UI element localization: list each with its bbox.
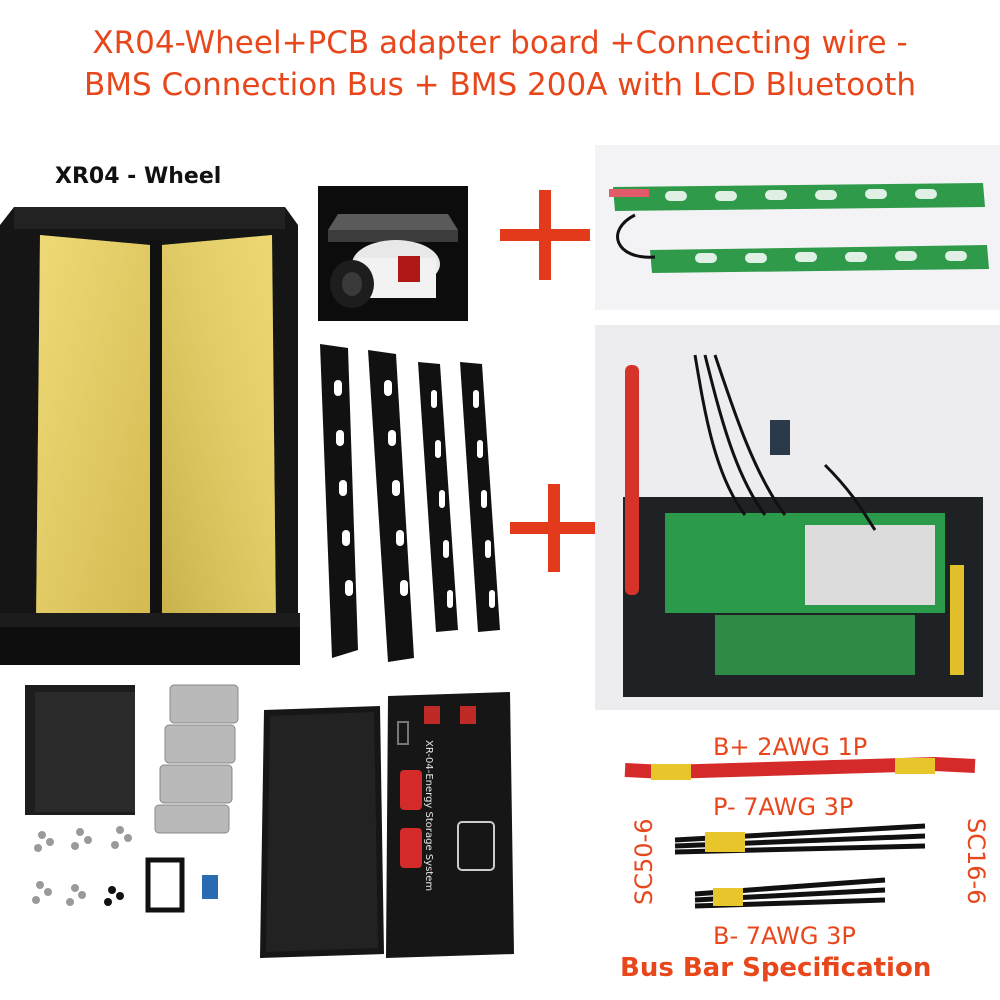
front-panel-text: XR-04-Energy Storage System (423, 740, 434, 892)
sc16-label: SC16-6 (962, 818, 990, 905)
back-plate-image (258, 704, 386, 958)
title-line-1: XR04-Wheel+PCB adapter board +Connecting… (92, 25, 908, 61)
caster-wheel-image (318, 186, 468, 321)
front-panel-image: XR-04-Energy Storage System (386, 692, 514, 958)
busbar-spec-label: Bus Bar Specification (620, 953, 932, 983)
metal-brackets-image (318, 340, 513, 665)
plus-icon (500, 190, 590, 280)
accessories-image (20, 680, 250, 930)
bus-bar-cables-image (595, 722, 1000, 952)
enclosure-label: XR04 - Wheel (55, 164, 222, 189)
plus-icon (510, 484, 598, 572)
sc50-label: SC50-6 (630, 818, 658, 905)
title-line-2: BMS Connection Bus + BMS 200A with LCD B… (83, 67, 917, 103)
page-title: XR04-Wheel+PCB adapter board +Connecting… (0, 22, 1000, 106)
bms-board-image (595, 325, 1000, 710)
pcb-adapter-board-image (595, 145, 1000, 310)
b-minus-label: B- 7AWG 3P (713, 922, 856, 950)
p-minus-label: P- 7AWG 3P (713, 793, 854, 821)
b-plus-label: B+ 2AWG 1P (713, 733, 868, 761)
enclosure-box-image (0, 195, 300, 665)
